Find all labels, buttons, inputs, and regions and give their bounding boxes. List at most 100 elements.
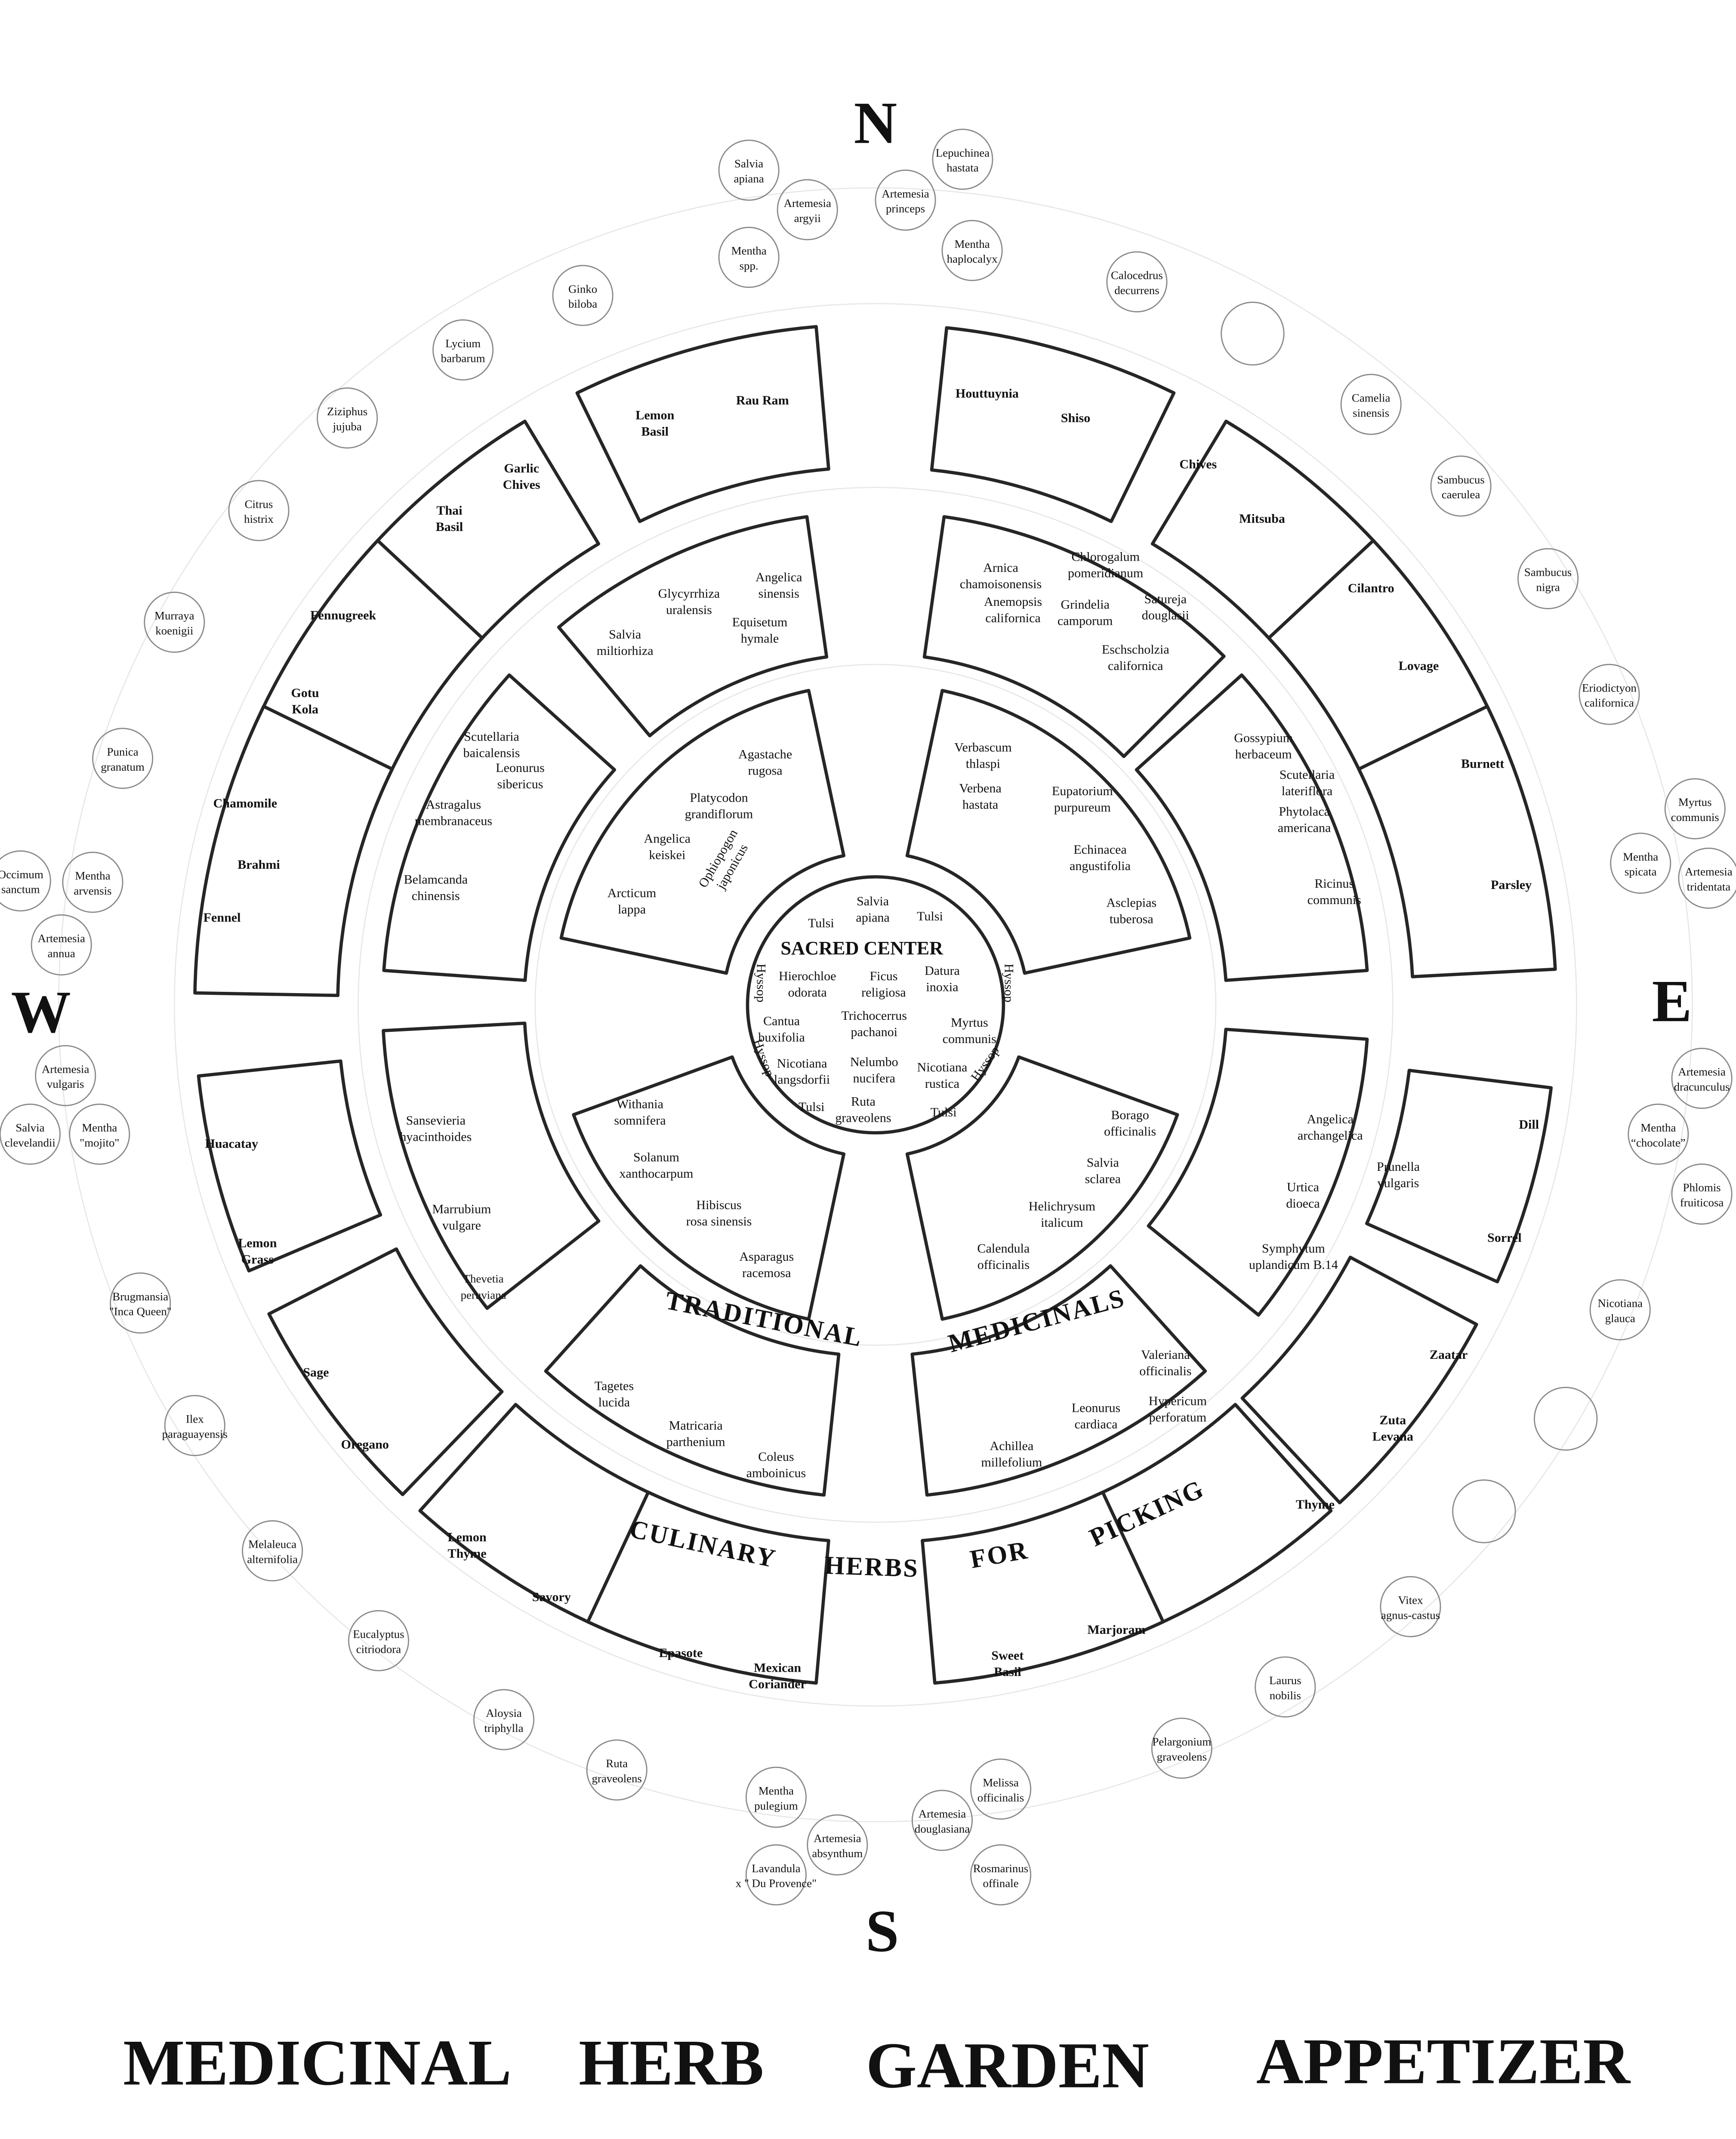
label-line: Gossypium [1234, 731, 1293, 745]
label-line: grandiflorum [685, 807, 753, 821]
label-line: Agastache [738, 747, 792, 761]
label-line: Basil [994, 1664, 1021, 1679]
label-line: officinalis [977, 1791, 1024, 1804]
plant-circle [228, 480, 290, 541]
bed-outline [921, 1491, 1165, 1685]
plant-circle [35, 1045, 96, 1106]
label-line: odorata [788, 985, 827, 1000]
title-word: HERB [579, 2026, 764, 2099]
label-line: Tulsi [799, 1099, 825, 1114]
label-line: "Inca Queen" [109, 1305, 172, 1318]
plant-label: Houttuynia [956, 386, 1019, 401]
label-line: Hypericum [1149, 1393, 1207, 1408]
title-word: APPETIZER [1256, 2025, 1631, 2097]
label-line: lucida [598, 1395, 630, 1410]
label-line: Burnett [1461, 756, 1504, 771]
label-line: Echinacea [1073, 842, 1126, 857]
plant-circle [348, 1610, 409, 1671]
label-line: Myrtus [1678, 796, 1712, 809]
plant-circle [0, 850, 51, 912]
label-line: triphylla [484, 1722, 524, 1735]
plant-circle [875, 170, 936, 231]
label-line: Myrtus [951, 1015, 988, 1030]
label-line: Eriodictyon [1582, 681, 1637, 694]
bed-outline [930, 326, 1176, 523]
label-line: Artemesia [783, 197, 831, 210]
label-line: Grindelia [1061, 597, 1109, 611]
plant-label: Huacatay [205, 1136, 258, 1151]
bed-outline [418, 1403, 667, 1633]
plant-label: Parsley [1491, 877, 1532, 892]
plant-circle [1671, 1163, 1733, 1225]
label-line: Leonurus [496, 760, 544, 775]
label-line: amboinicus [746, 1466, 806, 1480]
label-line: Parsley [1491, 877, 1532, 892]
label-line: Rau Ram [736, 393, 789, 407]
center-plant-label: Tulsi [917, 909, 943, 923]
bed-outline [544, 1264, 841, 1497]
label-line: Hyssop [754, 963, 769, 1002]
plant-label: Chamomile [213, 796, 278, 810]
bed-outline [1357, 704, 1557, 978]
guide-circle [534, 664, 1217, 1346]
compass-west: W [11, 979, 71, 1045]
label-line: Marjoram [1087, 1622, 1145, 1637]
label-line: Vitex [1398, 1593, 1423, 1606]
label-line: communis [1307, 892, 1361, 907]
label-line: Thyme [448, 1546, 487, 1561]
label-line: Phytolaca [1279, 804, 1330, 818]
label-line: Savory [532, 1590, 571, 1604]
plant-label: Savory [532, 1590, 571, 1604]
label-line: Nicotiana [777, 1056, 827, 1071]
label-line: glauca [1605, 1312, 1635, 1324]
plant-circle [552, 265, 614, 326]
label-line: Houttuynia [956, 386, 1019, 401]
perimeter-plant: Mentha"mojito" [69, 1103, 130, 1165]
label-line: perforatum [1149, 1410, 1206, 1424]
plant-circle [932, 129, 993, 190]
label-line: nobilis [1270, 1689, 1301, 1702]
label-line: spicata [1625, 865, 1657, 878]
label-line: thlaspi [966, 756, 1000, 771]
plant-circle [745, 1766, 807, 1828]
label-line: Hierochloe [779, 969, 836, 983]
label-line: Grass [241, 1252, 274, 1266]
label-line: buxifolia [758, 1030, 805, 1045]
label-line: Ruta [851, 1094, 876, 1108]
label-line: Chives [1179, 457, 1217, 471]
label-line: Valeriana [1141, 1347, 1190, 1362]
label-line: granatum [101, 760, 145, 773]
label-line: officinalis [1104, 1124, 1156, 1139]
